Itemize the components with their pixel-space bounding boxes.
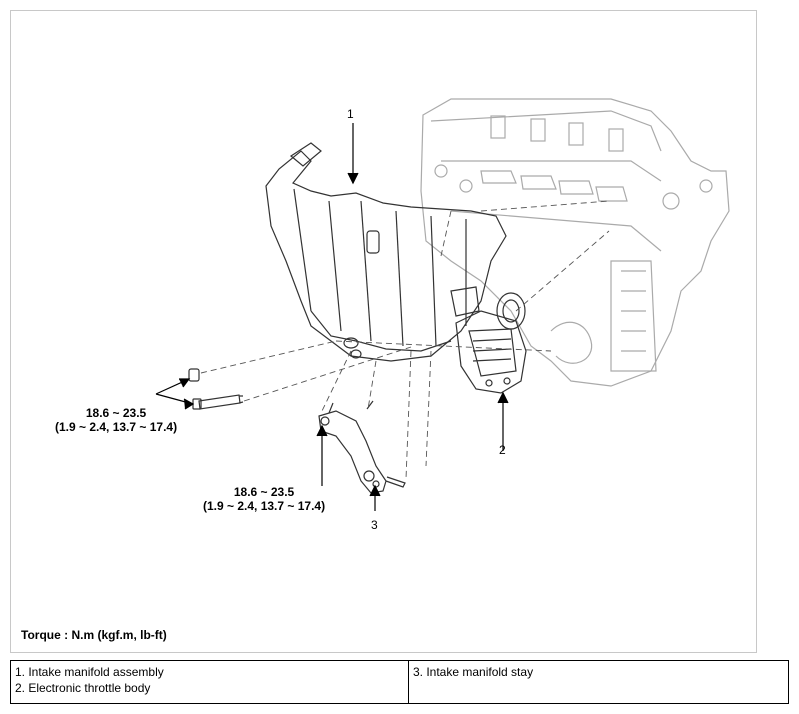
nut-upper	[188, 368, 200, 382]
callout-part-1: 1	[347, 107, 354, 121]
assembly-guide-lines	[200, 200, 610, 480]
torque-units-left: (1.9 ~ 2.4, 13.7 ~ 17.4)	[55, 420, 178, 434]
torque-value-center: 18.6 ~ 23.5	[233, 485, 295, 499]
legend-item-3: 3. Intake manifold stay	[413, 665, 534, 679]
torque-callout-center: 18.6 ~ 23.5 (1.9 ~ 2.4, 13.7 ~ 17.4)	[203, 485, 325, 513]
legend-cell-left: 1. Intake manifold assembly 2. Electroni…	[10, 660, 409, 704]
leader-lines	[155, 123, 509, 511]
intake-manifold-drawing	[265, 142, 507, 362]
legend-row: 1. Intake manifold assembly 2. Electroni…	[10, 660, 789, 704]
callout-part-3: 3	[371, 518, 378, 532]
parts-legend-table: 1. Intake manifold assembly 2. Electroni…	[10, 660, 789, 704]
torque-value-left: 18.6 ~ 23.5	[85, 406, 147, 420]
callout-part-2: 2	[499, 443, 506, 457]
engine-block-drawing	[420, 98, 730, 387]
fastener-drawings	[188, 368, 244, 410]
torque-units-center: (1.9 ~ 2.4, 13.7 ~ 17.4)	[203, 499, 326, 513]
diagram-frame: 1 2 3 18.6 ~ 23.5 (1.9 ~ 2.4, 13.7 ~ 17.…	[10, 10, 757, 653]
torque-unit-note: Torque : N.m (kgf.m, lb-ft)	[21, 628, 167, 642]
engine-exploded-view	[155, 98, 730, 511]
throttle-body-drawing	[450, 286, 527, 394]
legend-item-2: 2. Electronic throttle body	[15, 681, 151, 695]
torque-callout-left: 18.6 ~ 23.5 (1.9 ~ 2.4, 13.7 ~ 17.4)	[55, 406, 177, 434]
bolt-long	[198, 394, 241, 410]
manifold-stay-drawing	[318, 400, 406, 494]
legend-cell-right: 3. Intake manifold stay	[408, 660, 789, 704]
legend-item-1: 1. Intake manifold assembly	[15, 665, 164, 679]
